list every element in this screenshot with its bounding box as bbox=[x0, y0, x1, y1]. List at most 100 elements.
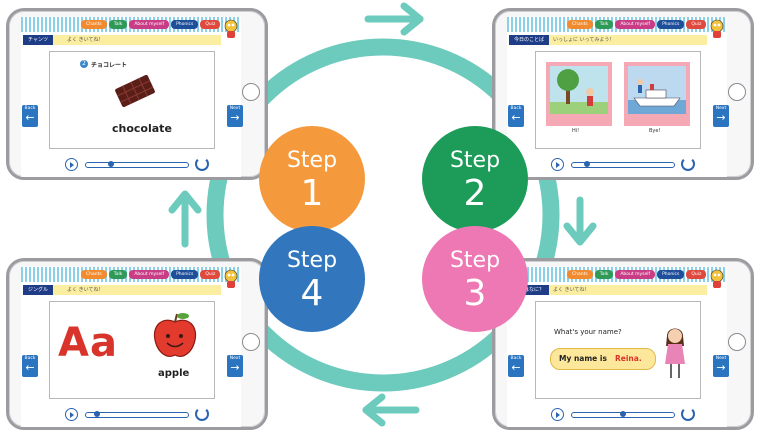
tab-quiz[interactable]: Quiz bbox=[200, 20, 221, 29]
tab-chants[interactable]: Chants bbox=[567, 270, 593, 279]
replay-icon[interactable] bbox=[195, 157, 209, 171]
arrow-down-icon bbox=[563, 196, 597, 246]
progress-slider[interactable] bbox=[85, 161, 189, 168]
audio-player bbox=[551, 407, 701, 423]
next-button[interactable]: Next→ bbox=[227, 355, 243, 377]
lesson-screen-about-myself: Chants Talk About myself Phonics Quiz 名前… bbox=[507, 267, 729, 427]
content-card: Aa apple bbox=[49, 301, 215, 399]
arrow-right-icon bbox=[364, 2, 424, 36]
dialogue-question: What's your name? bbox=[554, 328, 622, 336]
home-button bbox=[728, 333, 746, 351]
arrow-left-icon bbox=[362, 393, 420, 427]
step-number: 4 bbox=[300, 273, 324, 314]
tab-talk[interactable]: Talk bbox=[108, 270, 128, 279]
menu-tabs: Chants Talk About myself Phonics Quiz bbox=[81, 270, 221, 279]
play-icon[interactable] bbox=[65, 408, 78, 421]
audio-player bbox=[65, 407, 215, 423]
tab-talk[interactable]: Talk bbox=[594, 270, 614, 279]
next-button[interactable]: Next→ bbox=[227, 105, 243, 127]
tab-phonics[interactable]: Phonics bbox=[657, 270, 685, 279]
tab-about-myself[interactable]: About myself bbox=[615, 270, 656, 279]
tab-talk[interactable]: Talk bbox=[108, 20, 128, 29]
step-word: Step bbox=[449, 148, 501, 173]
answer-name: Reina. bbox=[615, 354, 642, 363]
back-button[interactable]: Back← bbox=[22, 355, 38, 377]
play-icon[interactable] bbox=[551, 158, 564, 171]
progress-slider[interactable] bbox=[85, 411, 189, 418]
tab-quiz[interactable]: Quiz bbox=[200, 270, 221, 279]
slider-knob[interactable] bbox=[94, 411, 100, 417]
tab-phonics[interactable]: Phonics bbox=[171, 270, 199, 279]
replay-icon[interactable] bbox=[681, 157, 695, 171]
lesson-screen-talk: Chants Talk About myself Phonics Quiz 今日… bbox=[507, 17, 729, 177]
back-button[interactable]: Back← bbox=[508, 355, 524, 377]
item-heading: チョコレート bbox=[91, 62, 128, 69]
tab-about-myself[interactable]: About myself bbox=[615, 20, 656, 29]
step-number: 2 bbox=[463, 173, 487, 214]
mascot-icon bbox=[224, 269, 238, 288]
tab-chants[interactable]: Chants bbox=[81, 270, 107, 279]
arrow-left-icon: ← bbox=[25, 361, 35, 374]
tab-about-myself[interactable]: About myself bbox=[129, 20, 170, 29]
step-1-badge: Step 1 bbox=[259, 126, 365, 232]
tab-quiz[interactable]: Quiz bbox=[686, 270, 707, 279]
instruction-bar: 今日のことば いっしょに いってみよう！ bbox=[509, 35, 707, 45]
girl-character bbox=[665, 328, 685, 378]
home-button bbox=[728, 83, 746, 101]
step-word: Step bbox=[286, 248, 338, 273]
picture-bye bbox=[624, 62, 690, 126]
tab-phonics[interactable]: Phonics bbox=[657, 20, 685, 29]
tab-quiz[interactable]: Quiz bbox=[686, 20, 707, 29]
step-word: Step bbox=[449, 248, 501, 273]
tab-phonics[interactable]: Phonics bbox=[171, 20, 199, 29]
next-button[interactable]: Next→ bbox=[713, 105, 729, 127]
instruction-text: よく きいてね！ bbox=[67, 287, 104, 293]
tab-chants[interactable]: Chants bbox=[81, 20, 107, 29]
audio-player bbox=[551, 157, 701, 173]
arrow-right-icon: → bbox=[716, 361, 726, 374]
tablet-step3: Chants Talk About myself Phonics Quiz 名前… bbox=[492, 258, 754, 430]
arrow-left-icon: ← bbox=[511, 361, 521, 374]
back-button[interactable]: Back← bbox=[508, 105, 524, 127]
item-number-badge: 2 bbox=[80, 60, 88, 68]
tab-talk[interactable]: Talk bbox=[594, 20, 614, 29]
progress-slider[interactable] bbox=[571, 411, 675, 418]
back-label: Back bbox=[24, 356, 36, 361]
progress-slider[interactable] bbox=[571, 161, 675, 168]
play-icon[interactable] bbox=[551, 408, 564, 421]
picture-caption: Hi! bbox=[572, 128, 580, 134]
cycle-ring bbox=[206, 38, 560, 392]
content-card: 2 チョコレート chocolate bbox=[49, 51, 215, 149]
arrow-right-icon: → bbox=[230, 111, 240, 124]
tab-chants[interactable]: Chants bbox=[567, 20, 593, 29]
replay-icon[interactable] bbox=[681, 407, 695, 421]
tab-about-myself[interactable]: About myself bbox=[129, 270, 170, 279]
arrow-right-icon: → bbox=[716, 111, 726, 124]
instruction-bar: ジングル よく きいてね！ bbox=[23, 285, 221, 295]
step-number: 1 bbox=[300, 173, 324, 214]
slider-knob[interactable] bbox=[620, 411, 626, 417]
replay-icon[interactable] bbox=[195, 407, 209, 421]
tablet-step2: Chants Talk About myself Phonics Quiz 今日… bbox=[492, 8, 754, 180]
back-button[interactable]: Back← bbox=[22, 105, 38, 127]
mascot-icon bbox=[710, 19, 724, 38]
picture-caption: Bye! bbox=[649, 128, 661, 134]
picture-hi bbox=[546, 62, 612, 126]
back-label: Back bbox=[24, 106, 36, 111]
play-icon[interactable] bbox=[65, 158, 78, 171]
instruction-bar: チャンツ よく きいてね！ bbox=[23, 35, 221, 45]
section-label: チャンツ bbox=[23, 35, 53, 45]
slider-knob[interactable] bbox=[108, 161, 114, 167]
tablet-step1: Chants Talk About myself Phonics Quiz チャ… bbox=[6, 8, 268, 180]
content-card: Hi! Bye! bbox=[535, 51, 701, 149]
vocab-word: chocolate bbox=[112, 122, 172, 135]
step-word: Step bbox=[286, 148, 338, 173]
lesson-screen-phonics: Chants Talk About myself Phonics Quiz ジン… bbox=[21, 267, 243, 427]
arrow-right-icon: → bbox=[230, 361, 240, 374]
next-label: Next bbox=[715, 356, 727, 361]
answer-prefix: My name is bbox=[559, 354, 607, 363]
slider-knob[interactable] bbox=[584, 161, 590, 167]
next-button[interactable]: Next→ bbox=[713, 355, 729, 377]
menu-tabs: Chants Talk About myself Phonics Quiz bbox=[81, 20, 221, 29]
step-3-badge: Step 3 bbox=[422, 226, 528, 332]
